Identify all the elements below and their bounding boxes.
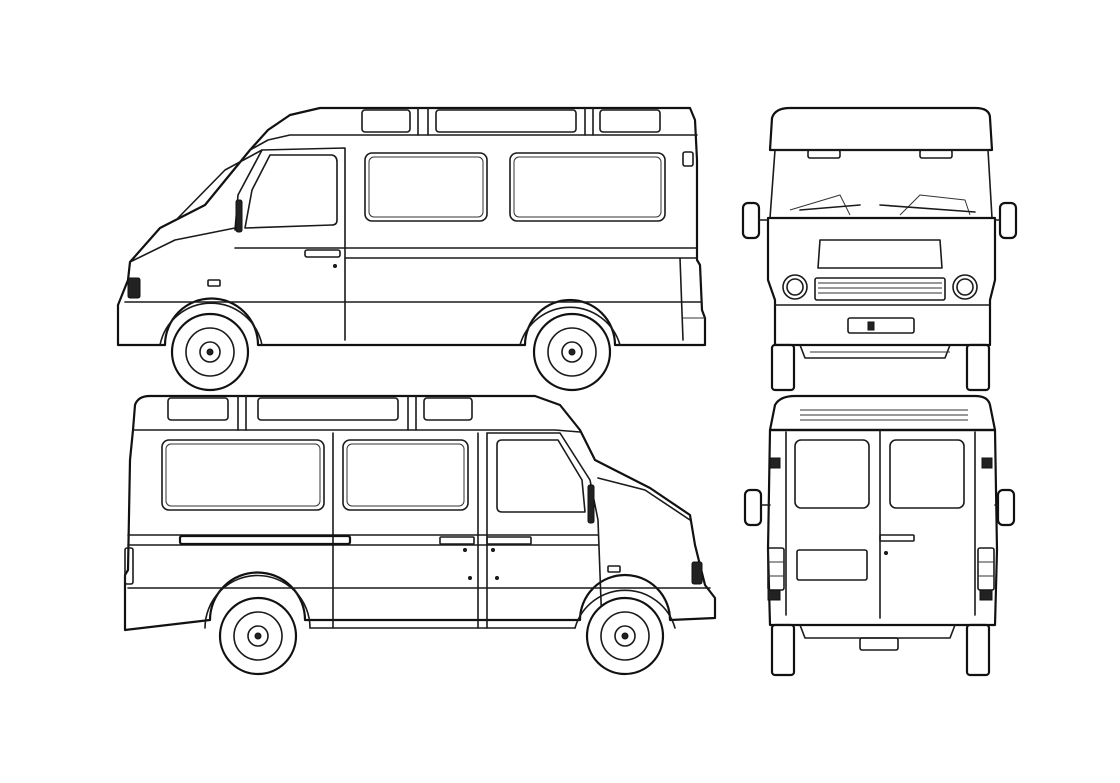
rear-wheel-right	[218, 596, 298, 676]
side-mirror	[235, 199, 243, 233]
side-window-2	[509, 152, 666, 222]
cab-door-right	[486, 432, 603, 629]
side-window-r2	[342, 439, 469, 511]
side-trim-strip	[178, 534, 352, 546]
front-roof	[768, 106, 994, 152]
front-left-tire	[770, 343, 796, 392]
rear-view	[743, 394, 1016, 677]
right-mirror	[998, 201, 1018, 240]
rear-left-tire	[770, 623, 796, 677]
windshield	[177, 149, 263, 219]
side-window-1	[364, 152, 488, 222]
right-headlight	[952, 274, 978, 300]
roof-window-3	[599, 109, 661, 133]
headlight-right	[691, 561, 703, 585]
cab-window-right	[496, 439, 586, 513]
cab-door	[234, 147, 346, 341]
rear-window-left	[794, 439, 870, 509]
front-wheel	[170, 312, 250, 392]
body-outline	[116, 106, 707, 347]
roof-window-r1	[167, 397, 229, 421]
door-handle	[304, 249, 341, 258]
roof-window-1	[361, 109, 411, 133]
front-view	[741, 106, 1018, 392]
side-window-r1	[161, 439, 325, 511]
rear-wheel	[532, 312, 612, 392]
rear-left-mirror	[743, 488, 763, 527]
rear-roof	[768, 394, 997, 432]
hood-line	[129, 227, 236, 263]
rear-right-tire	[965, 623, 991, 677]
front-windshield	[769, 149, 993, 219]
rear-plate	[796, 549, 868, 581]
roof-window-2	[435, 109, 577, 133]
front-wheel-right	[585, 596, 665, 676]
front-body	[766, 216, 997, 347]
roof-line	[249, 134, 698, 151]
rear-right-mirror	[996, 488, 1016, 527]
left-tail-light	[767, 547, 785, 591]
side-view-right	[123, 394, 717, 676]
body-outline-right	[123, 394, 717, 632]
door-handle-right	[439, 536, 475, 545]
left-headlight	[782, 274, 808, 300]
front-plate	[847, 317, 915, 334]
roof-window-r3	[423, 397, 473, 421]
headlight	[127, 277, 141, 299]
roof-window-r2	[257, 397, 399, 421]
rear-body	[766, 428, 999, 627]
side-view-left	[116, 106, 707, 392]
right-tail-light	[977, 547, 995, 591]
rear-window-right	[889, 439, 965, 509]
front-grille	[814, 277, 946, 301]
side-mirror-right	[587, 484, 595, 524]
front-right-tire	[965, 343, 991, 392]
left-mirror	[741, 201, 761, 240]
cab-window	[244, 154, 338, 229]
